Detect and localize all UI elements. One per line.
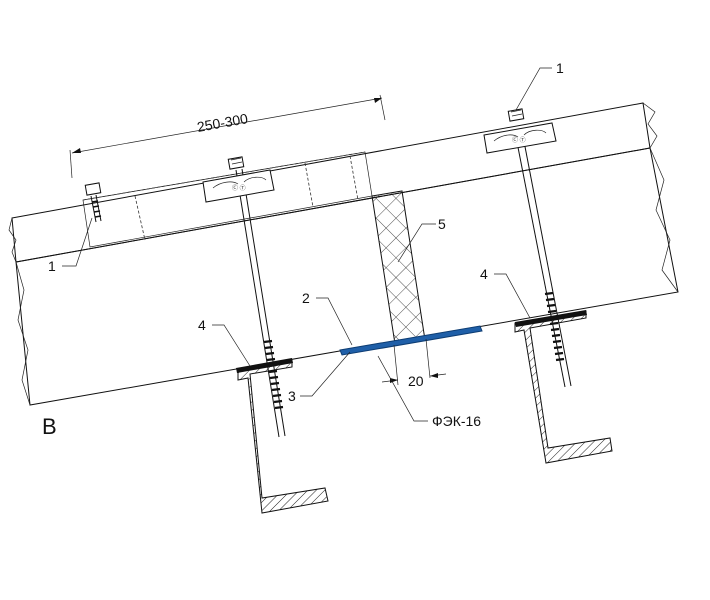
svg-text:Ⓒ Ⓣ: Ⓒ Ⓣ	[232, 184, 246, 192]
dimension-span	[69, 94, 386, 179]
callout-5: 5	[438, 216, 446, 232]
svg-text:Ⓒ Ⓣ: Ⓒ Ⓣ	[512, 136, 526, 144]
callout-3: 3	[288, 388, 296, 404]
sealing-tape	[339, 325, 483, 356]
view-letter: B	[42, 414, 57, 439]
channel-profile-left	[237, 360, 329, 514]
callout-4-left: 4	[198, 317, 206, 333]
screw-middle: Ⓒ Ⓣ	[202, 156, 293, 438]
screw-right: Ⓒ Ⓣ	[483, 108, 587, 388]
callout-1-top: 1	[556, 60, 564, 76]
leaders	[62, 67, 552, 422]
overlap-zone	[82, 151, 373, 248]
callout-2: 2	[302, 290, 310, 306]
short-screw-left	[84, 182, 102, 223]
dimension-gap-label: 20	[408, 373, 424, 389]
callout-1-left: 1	[48, 258, 56, 274]
lower-panel	[15, 147, 679, 406]
dimension-span-label: 250-300	[196, 110, 250, 135]
channel-profile-right	[514, 310, 613, 464]
insulation-insert	[371, 190, 426, 345]
material-label: ФЭК-16	[432, 413, 481, 429]
callout-4-right: 4	[480, 266, 488, 282]
upper-panel	[8, 102, 658, 263]
